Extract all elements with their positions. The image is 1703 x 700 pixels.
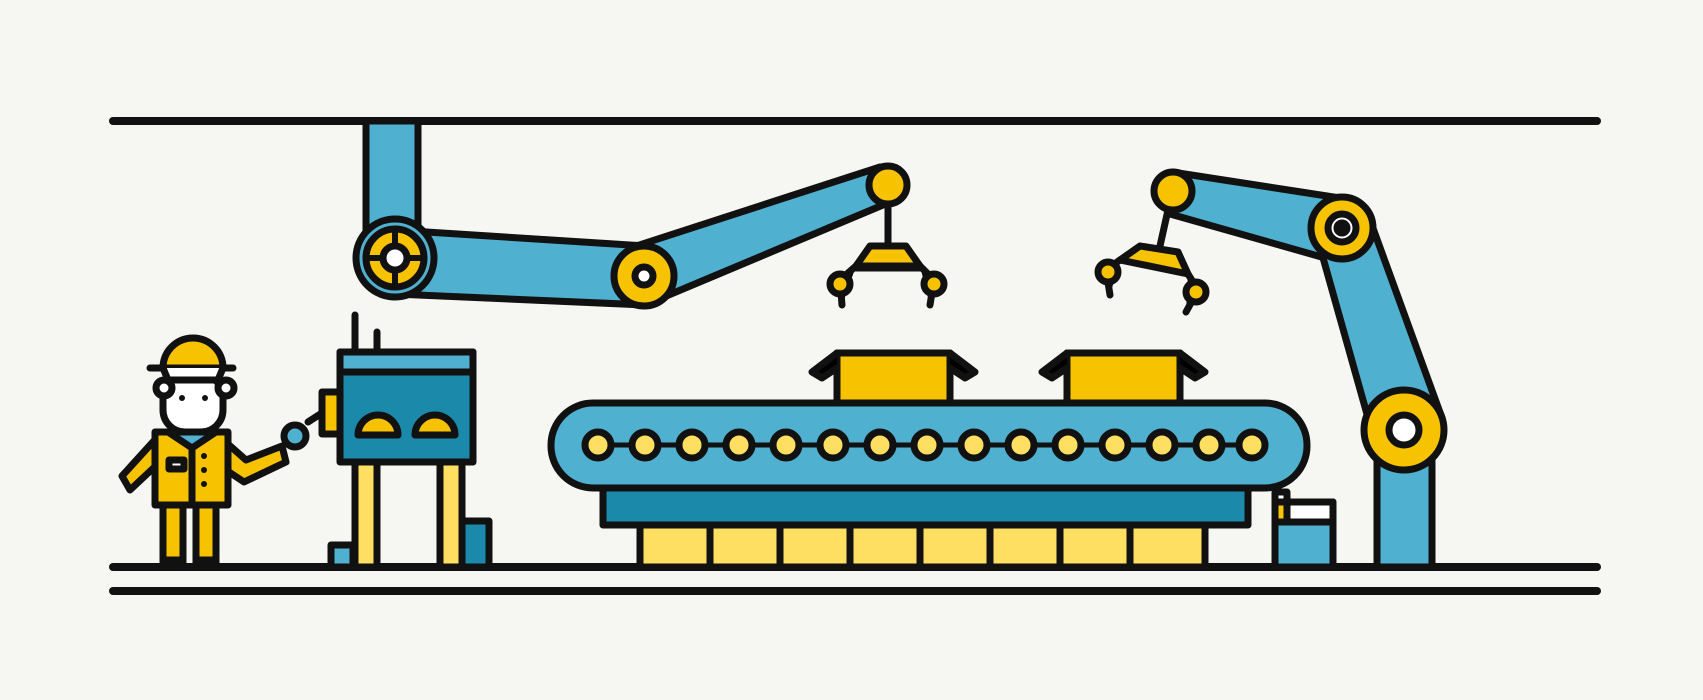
left-robot-arm — [352, 117, 948, 310]
conveyor-belt — [547, 399, 1311, 571]
floor-crate-right — [1271, 488, 1337, 571]
cardboard-box-left — [808, 349, 979, 407]
cardboard-box-right — [1038, 349, 1209, 407]
right-robot-arm — [1094, 168, 1448, 571]
floor-line — [109, 563, 1601, 595]
factory-worker — [118, 334, 290, 571]
control-machine — [280, 311, 493, 571]
conveyor-rollers — [581, 428, 1269, 462]
